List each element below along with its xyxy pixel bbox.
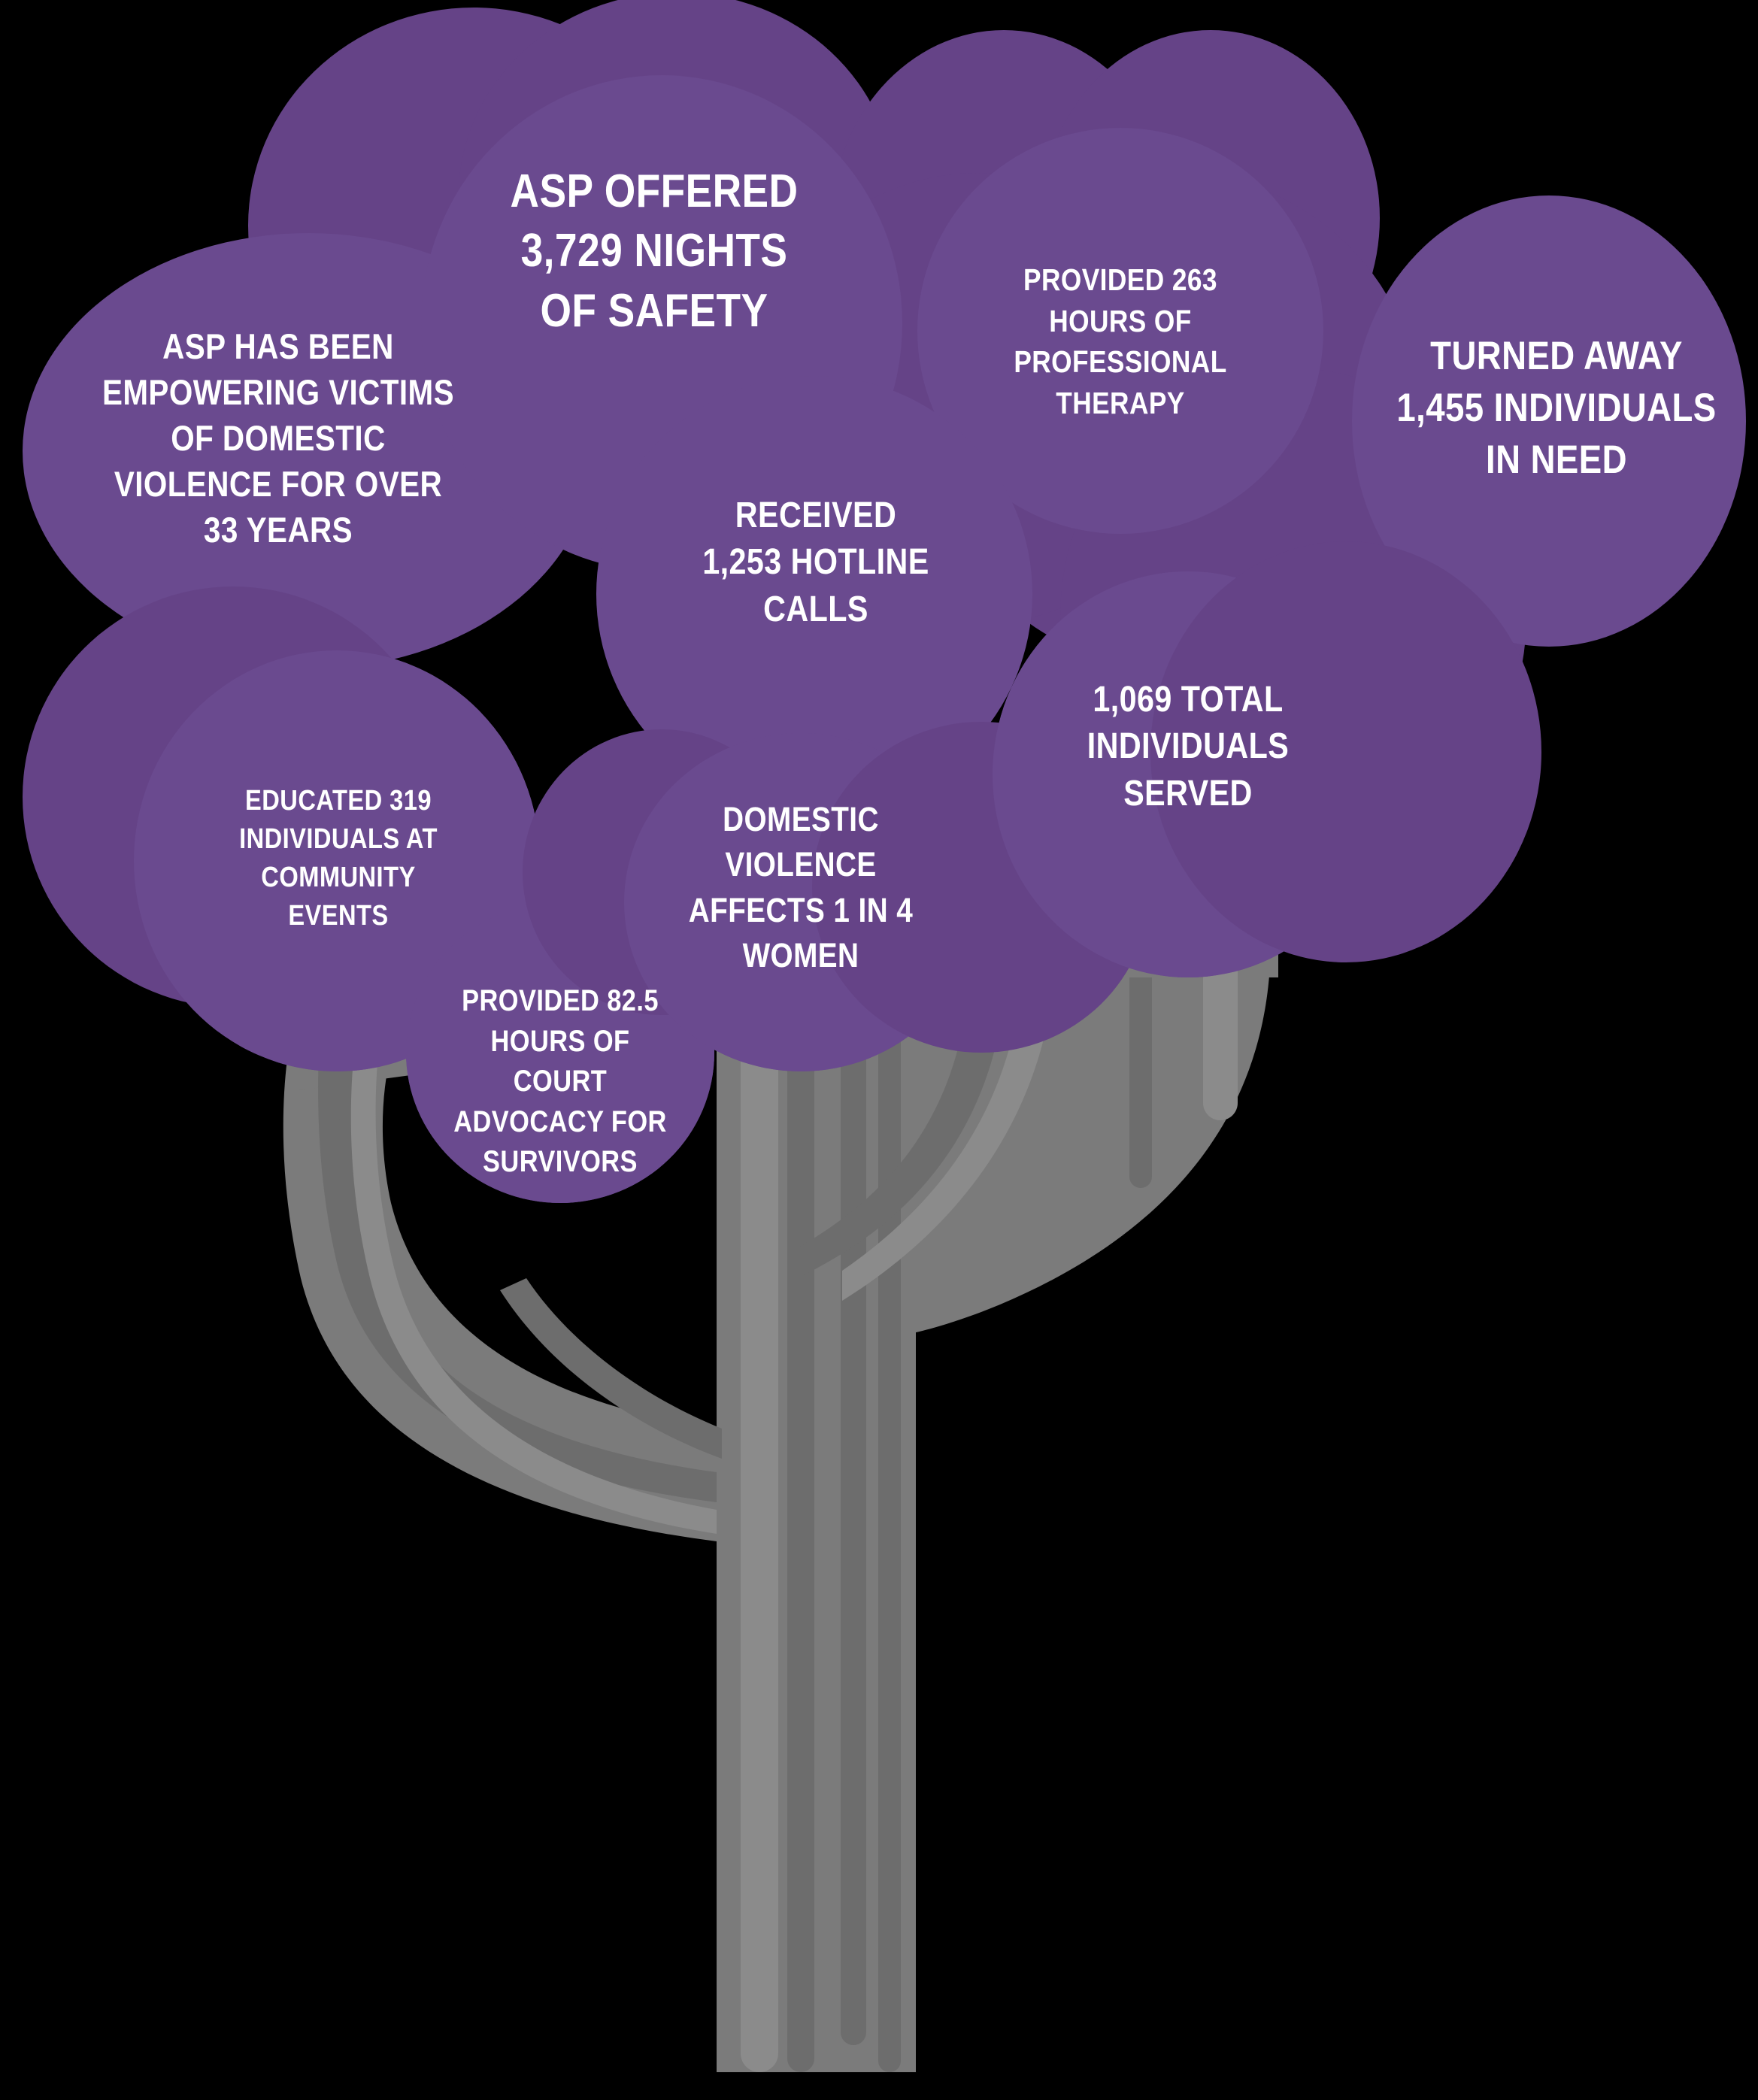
bubble-turned-away bbox=[1352, 195, 1746, 647]
bubble-hotline-calls bbox=[596, 376, 1032, 812]
bubble-professional-therapy bbox=[917, 128, 1323, 534]
canopy-lobe bbox=[1150, 541, 1541, 962]
tree-canopy bbox=[23, 0, 1746, 1203]
